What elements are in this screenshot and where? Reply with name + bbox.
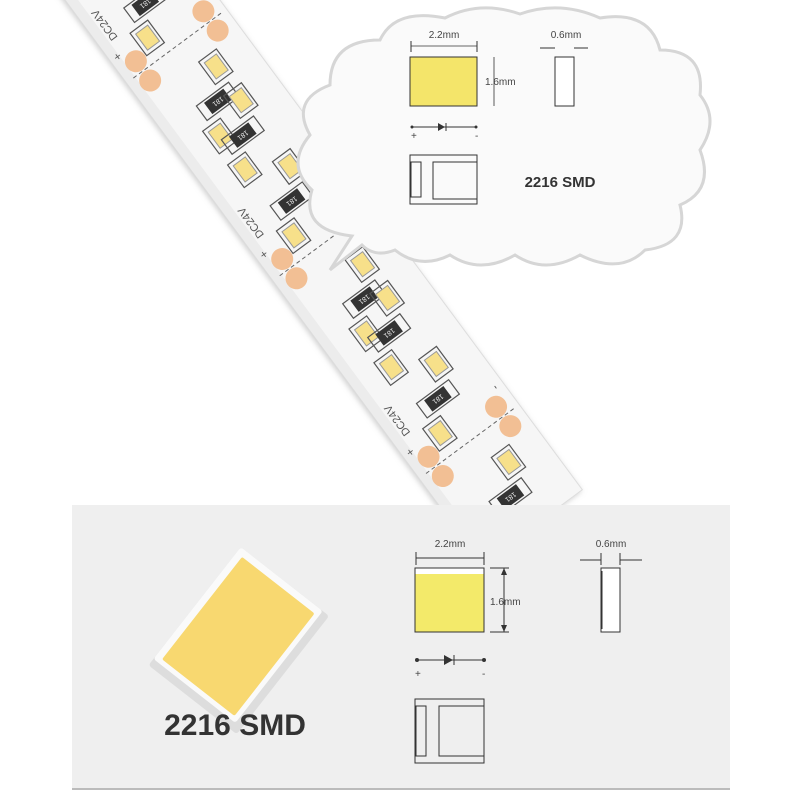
scissors-cut-line-icon xyxy=(278,210,368,277)
callout-diode-symbol-icon xyxy=(410,123,478,131)
scissors-cut-line-icon xyxy=(132,12,222,80)
panel-led-side-view xyxy=(600,567,621,633)
resistor xyxy=(424,386,452,412)
led-strip: 181DC24V-+181181181DC24V-+181181181DC24V… xyxy=(53,0,584,505)
resistor xyxy=(131,0,160,17)
solder-pad xyxy=(271,248,294,271)
strip-coating-edge xyxy=(54,0,491,505)
solder-pad xyxy=(285,267,308,290)
led-chip xyxy=(207,122,233,149)
led-unit: 181 xyxy=(488,443,533,505)
callout-minus-label: - xyxy=(475,131,478,142)
panel-led-bottom-view xyxy=(414,698,485,764)
led-chip xyxy=(427,419,453,447)
solder-pad xyxy=(431,465,454,488)
led-chip xyxy=(374,284,401,312)
solder-pad xyxy=(485,395,508,418)
led-chip xyxy=(228,87,254,114)
led-chip xyxy=(378,354,405,381)
solder-pad xyxy=(499,415,522,438)
led-chip xyxy=(423,350,450,378)
callout-led-top-view xyxy=(409,56,478,107)
callout-diagram: 2.2mm 1.6mm 0.6mm + - 2216 SMD xyxy=(409,30,596,205)
led-chip xyxy=(349,251,376,278)
solder-pad xyxy=(417,445,440,468)
resistor-label: 181 xyxy=(138,0,152,9)
panel-model-label: 2216 SMD xyxy=(164,709,306,742)
led-chip xyxy=(277,152,303,180)
callout-height-label: 1.6mm xyxy=(485,77,516,88)
led-unit: 181 xyxy=(220,81,266,189)
panel-width-label: 2.2mm xyxy=(435,539,466,550)
strip-minus-label: - xyxy=(489,381,503,393)
led-unit: 181 xyxy=(195,48,241,155)
panel-height-label: 1.6mm xyxy=(490,597,521,608)
callout-model-label: 2216 SMD xyxy=(525,174,596,191)
led-chip xyxy=(203,53,229,80)
panel-diode-symbol-icon xyxy=(415,655,486,665)
callout-plus-label: + xyxy=(411,131,417,142)
spec-panel: 2216 SMD 2.2mm 1.6mm 0.6mm + - xyxy=(72,505,730,790)
callout-width-label: 2.2mm xyxy=(429,30,460,41)
led-chip-photo xyxy=(149,548,328,733)
led-strip-illustration: 181DC24V-+181181181DC24V-+181181181DC24V… xyxy=(53,0,712,505)
solder-pad xyxy=(206,19,229,42)
led-chip xyxy=(496,448,522,476)
led-chip xyxy=(134,24,161,51)
led-chip xyxy=(281,222,307,249)
resistor xyxy=(496,484,525,505)
cloud-callout xyxy=(296,6,712,272)
resistor xyxy=(277,188,306,214)
panel-plus-label: + xyxy=(415,669,421,680)
callout-thickness-label: 0.6mm xyxy=(551,30,582,41)
led-chip xyxy=(353,320,380,347)
scissors-cut-line-icon xyxy=(424,408,514,475)
solder-pad xyxy=(192,0,215,23)
panel-minus-label: - xyxy=(482,669,485,680)
panel-thickness-label: 0.6mm xyxy=(596,539,627,550)
callout-led-side-view xyxy=(554,56,575,107)
cut-mark: -+ xyxy=(110,0,229,92)
callout-led-bottom-view xyxy=(409,154,478,205)
led-chip xyxy=(232,156,258,183)
solder-pad xyxy=(139,69,162,92)
resistor xyxy=(375,320,403,346)
resistor xyxy=(228,122,257,148)
led-unit: 181 xyxy=(366,279,412,387)
cut-mark: -+ xyxy=(403,381,522,488)
panel-led-top-view xyxy=(414,567,485,633)
solder-pad xyxy=(124,50,147,73)
